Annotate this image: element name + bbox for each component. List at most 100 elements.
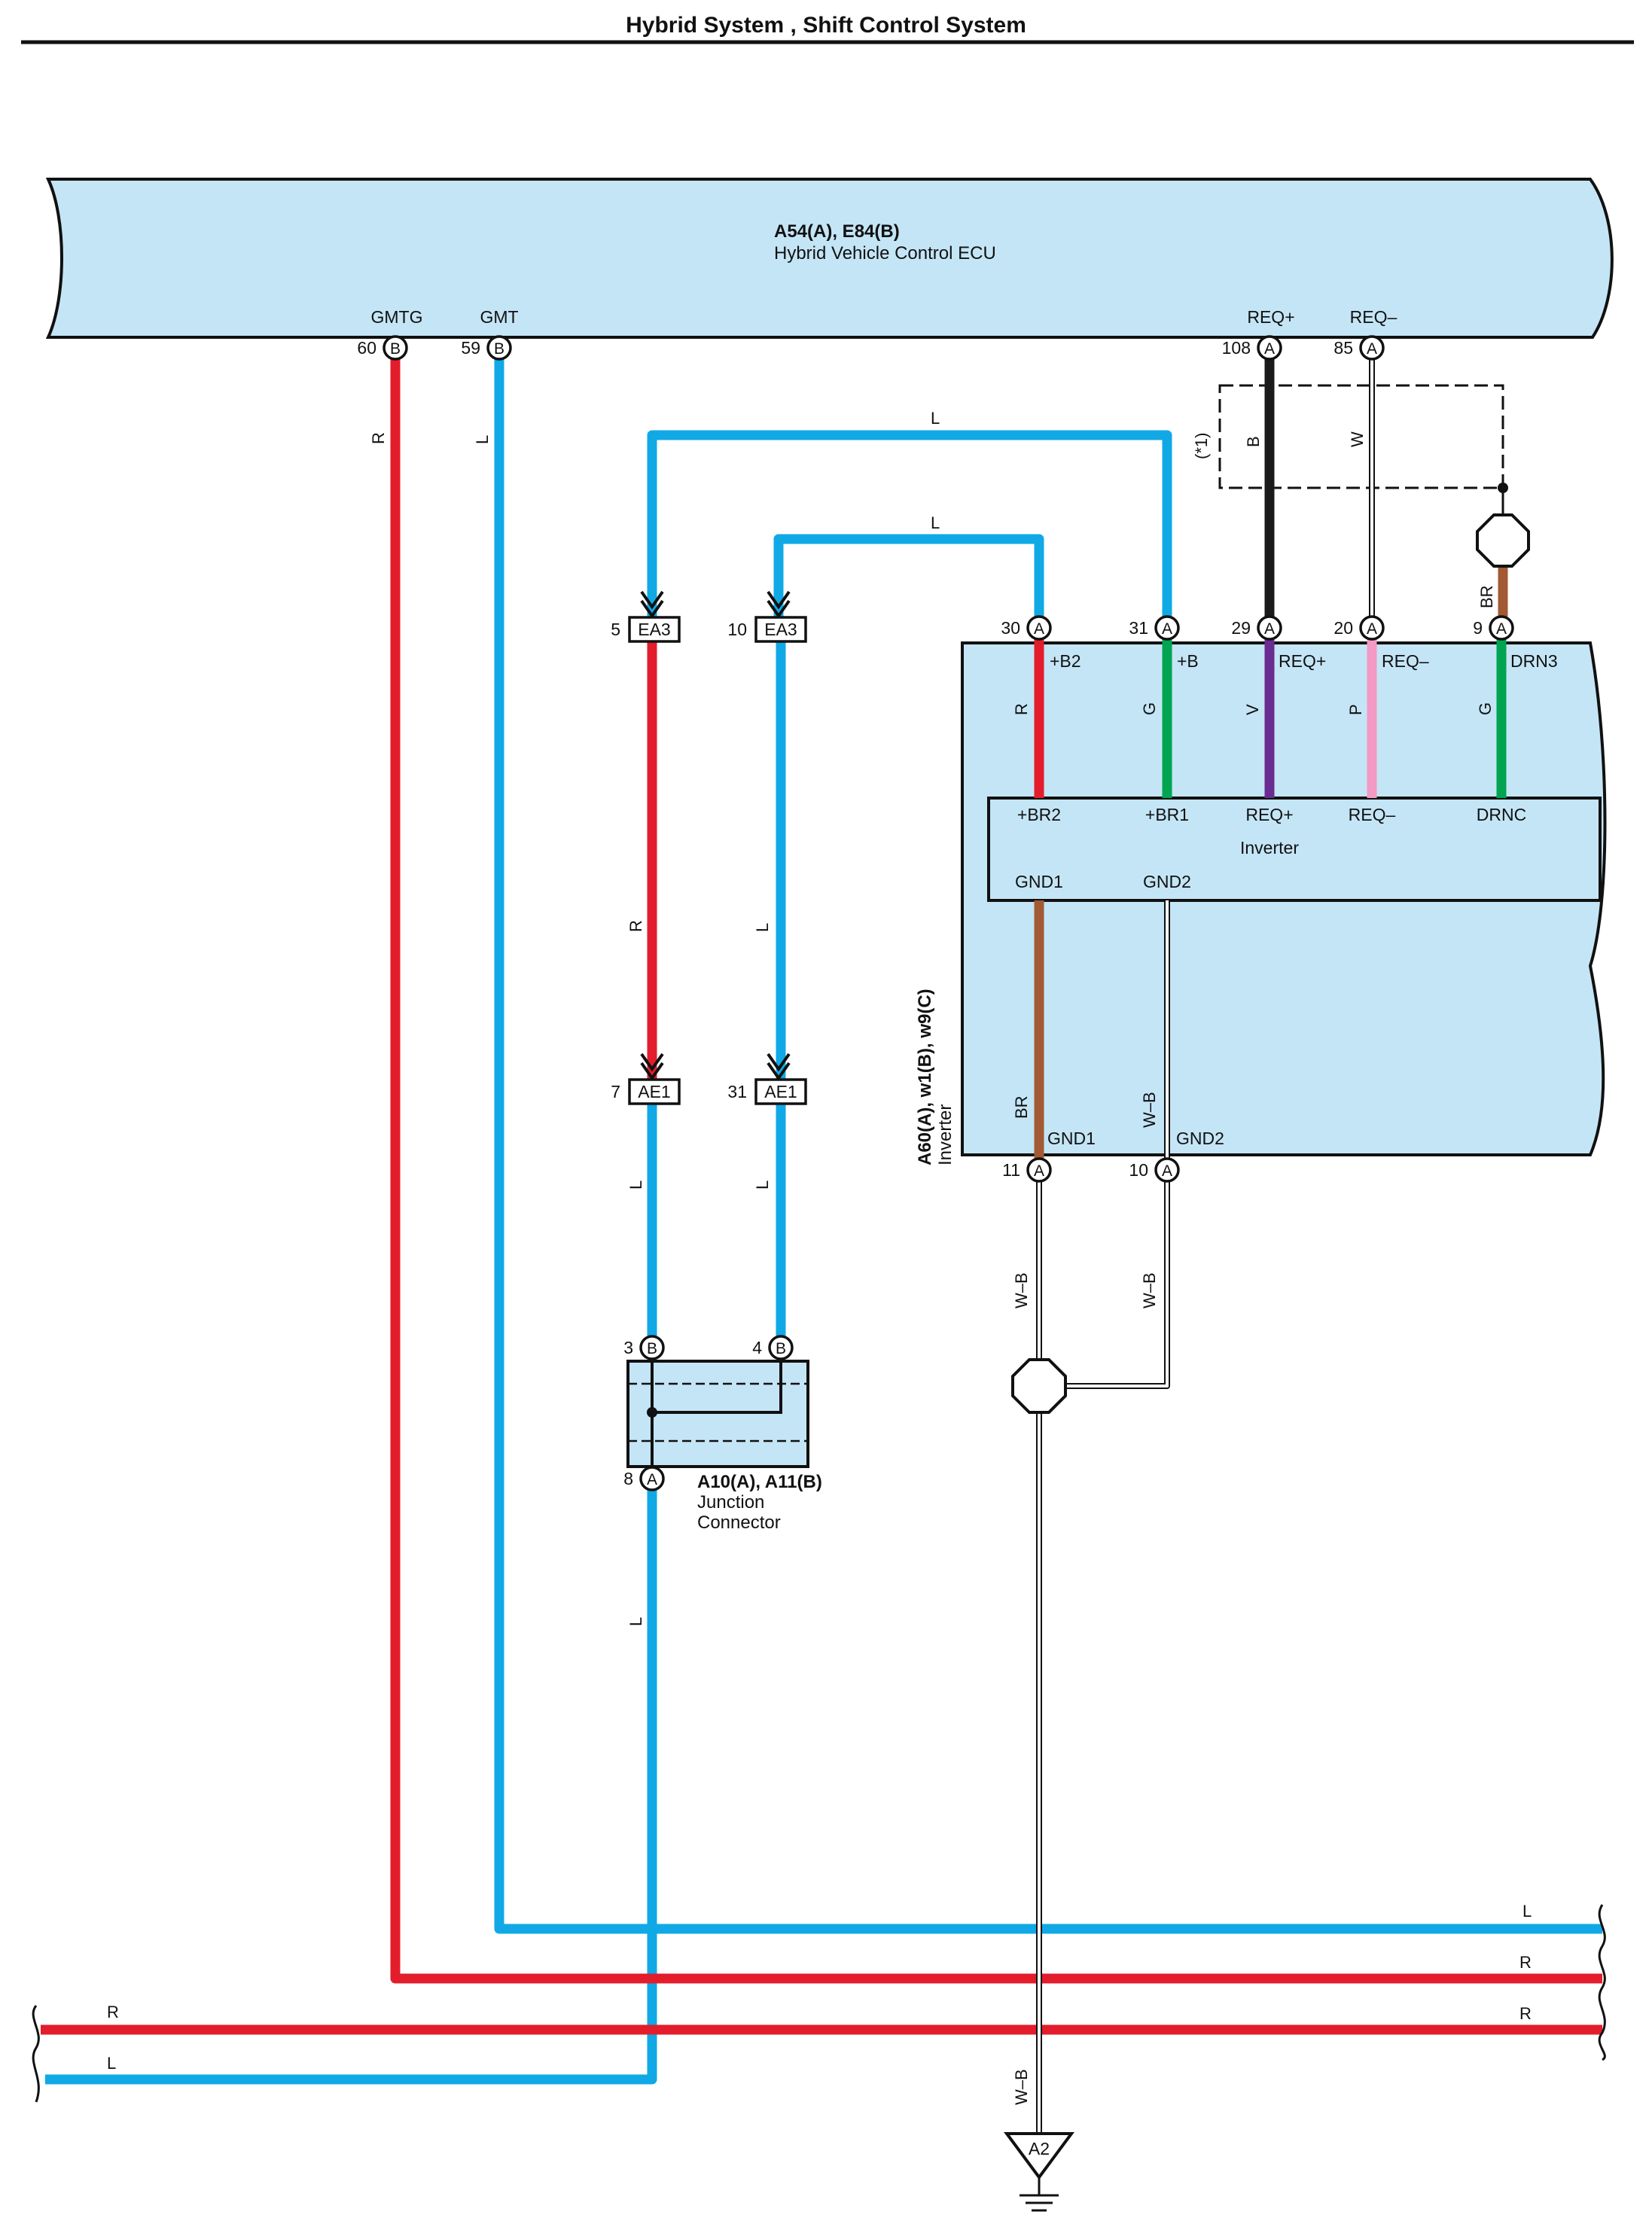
- ecu-pin-reqp-label: REQ+: [1247, 307, 1294, 327]
- inverter-component: A60(A), w1(B), w9(C) Inverter Inverter G…: [915, 641, 1607, 1165]
- connector-box: [628, 616, 681, 643]
- connector-arrow-icon: [767, 590, 791, 610]
- wire-label-ea3-5-down: R: [626, 920, 645, 932]
- wire-label-inv-reqm: P: [1346, 704, 1365, 715]
- inverter-pin-gnd1-label: GND1: [1047, 1129, 1096, 1148]
- wire-label-ae1-7-down: L: [626, 1180, 645, 1190]
- wire-top-loop: [647, 430, 1172, 617]
- pin-number: 29: [1231, 618, 1251, 638]
- wire-label-junction-down: L: [626, 1617, 645, 1626]
- pin-conn-letter: A: [647, 1471, 657, 1488]
- inverter-inner-b1: +BR1: [1145, 805, 1189, 824]
- wire-label-inv-gnd2: W–B: [1140, 1092, 1159, 1128]
- pin-number: 20: [1333, 618, 1353, 638]
- wire-bus-left-l: [45, 1479, 657, 2085]
- inverter-inner-gnd1: GND1: [1015, 872, 1063, 891]
- wire-label-reqm: W: [1348, 431, 1367, 447]
- ground-point-a2: A2: [1004, 2132, 1074, 2212]
- pin-inverter-drn: A 9: [1473, 615, 1514, 641]
- inverter-name-label: Inverter: [935, 1104, 956, 1165]
- connector-ea3-10: EA3 10: [727, 590, 807, 643]
- connector-label: AE1: [764, 1082, 797, 1101]
- wires-layer: [41, 359, 1602, 2134]
- connector-ae1-31: AE1 31: [727, 1053, 807, 1105]
- connector-box: [628, 1078, 681, 1105]
- ground-triangle-icon: [1004, 2132, 1074, 2180]
- pin-number: 9: [1473, 618, 1483, 638]
- connector-arrow-icon: [767, 1053, 791, 1072]
- pin-number: 30: [1001, 618, 1020, 638]
- inverter-inner-box: [987, 797, 1602, 902]
- pin-circle: [1154, 1157, 1180, 1183]
- wire-label-top-loop: L: [931, 409, 940, 428]
- wire-label-drain: BR: [1477, 585, 1496, 608]
- wire-label-inv-b2: R: [1012, 703, 1031, 715]
- connector-arrow-icon: [767, 599, 791, 619]
- connector-arrow-icon: [640, 590, 664, 610]
- connector-label: AE1: [638, 1082, 670, 1101]
- junction-name-line1: Junction: [697, 1492, 764, 1512]
- pin-conn-letter: A: [1034, 1162, 1044, 1180]
- pin-circle: [768, 1335, 794, 1360]
- pin-conn-letter: B: [494, 340, 504, 358]
- ecu-pin-gmt-label: GMT: [480, 307, 518, 327]
- pin-conn-letter: B: [776, 1340, 786, 1357]
- junction-code-label: A10(A), A11(B): [697, 1472, 822, 1492]
- wire-label-inv-b1: G: [1140, 702, 1159, 715]
- inverter-inner-reqp: REQ+: [1245, 805, 1293, 824]
- pin-number: 11: [1002, 1160, 1020, 1180]
- shield-dashed-outline: [1218, 384, 1504, 489]
- pin-ecu-reqp: A 108: [1222, 335, 1282, 361]
- pin-circle: [1489, 615, 1514, 641]
- connector-num: 5: [611, 620, 620, 639]
- connector-ea3-5: EA3 5: [611, 590, 681, 643]
- junction-connector-component: A10(A), A11(B) Junction Connector: [626, 1360, 822, 1533]
- pin-circle: [1154, 615, 1180, 641]
- inverter-pin-reqp-label: REQ+: [1279, 651, 1326, 671]
- inverter-pin-drn-label: DRN3: [1510, 651, 1558, 671]
- connector-arrow-icon: [640, 1062, 664, 1081]
- shield-note: (*1): [1192, 433, 1211, 459]
- inverter-pin-gnd2-label: GND2: [1176, 1129, 1224, 1148]
- break-marks: [32, 1904, 1606, 2103]
- connector-arrow-icon: [640, 1053, 664, 1072]
- pin-terminals: B 60 B 59 A 108 A 85 A 30 A 31: [357, 335, 1514, 1491]
- pin-inverter-gnd1: A 11: [1002, 1157, 1052, 1183]
- pin-conn-letter: A: [1264, 340, 1275, 358]
- pin-circle: [1257, 615, 1282, 641]
- connector-box: [754, 616, 807, 643]
- pin-conn-letter: A: [1496, 620, 1507, 638]
- inverter-pin-b1-label: +B: [1177, 651, 1199, 671]
- shield-box: (*1): [1192, 384, 1508, 515]
- connector-arrow-icon: [640, 599, 664, 619]
- pin-number: 85: [1333, 338, 1353, 358]
- wire-label-bus-r1: R: [1519, 1953, 1532, 1972]
- pin-number: 108: [1222, 338, 1251, 358]
- pin-junction-3: B 3: [623, 1335, 665, 1360]
- junction-internal-trace: [652, 1361, 782, 1414]
- pin-circle: [1359, 615, 1385, 641]
- pin-ecu-reqm: A 85: [1333, 335, 1385, 361]
- break-mark-right-icon: [1598, 1904, 1606, 2061]
- inverter-inner-reqm: REQ–: [1349, 805, 1396, 824]
- pin-circle: [1359, 335, 1385, 361]
- connector-box: [754, 1078, 807, 1105]
- pin-junction-8: A 8: [623, 1466, 665, 1491]
- pin-circle: [486, 335, 512, 361]
- ecu-body: [45, 178, 1614, 339]
- pin-conn-letter: A: [1162, 1162, 1172, 1180]
- pin-circle: [1026, 1157, 1052, 1183]
- wire-label-gmtg: R: [369, 432, 388, 444]
- break-mark-left-icon: [32, 2005, 40, 2103]
- wire-label-gnd2-down: W–B: [1140, 1272, 1159, 1308]
- wire-labels: R L L L B W BR R G V P G R L L L L BR W–…: [107, 409, 1532, 2105]
- pin-number: 10: [1129, 1160, 1148, 1180]
- pin-inverter-gnd2: A 10: [1129, 1157, 1180, 1183]
- inverter-inner-gnd2: GND2: [1143, 872, 1191, 891]
- wire-label-bus-r2: R: [1519, 2004, 1532, 2023]
- pin-conn-letter: B: [647, 1340, 657, 1357]
- inverter-pin-reqm-label: REQ–: [1382, 651, 1429, 671]
- wire-label-inv-gnd1: BR: [1012, 1095, 1031, 1119]
- ecu-pin-reqm-label: REQ–: [1350, 307, 1397, 327]
